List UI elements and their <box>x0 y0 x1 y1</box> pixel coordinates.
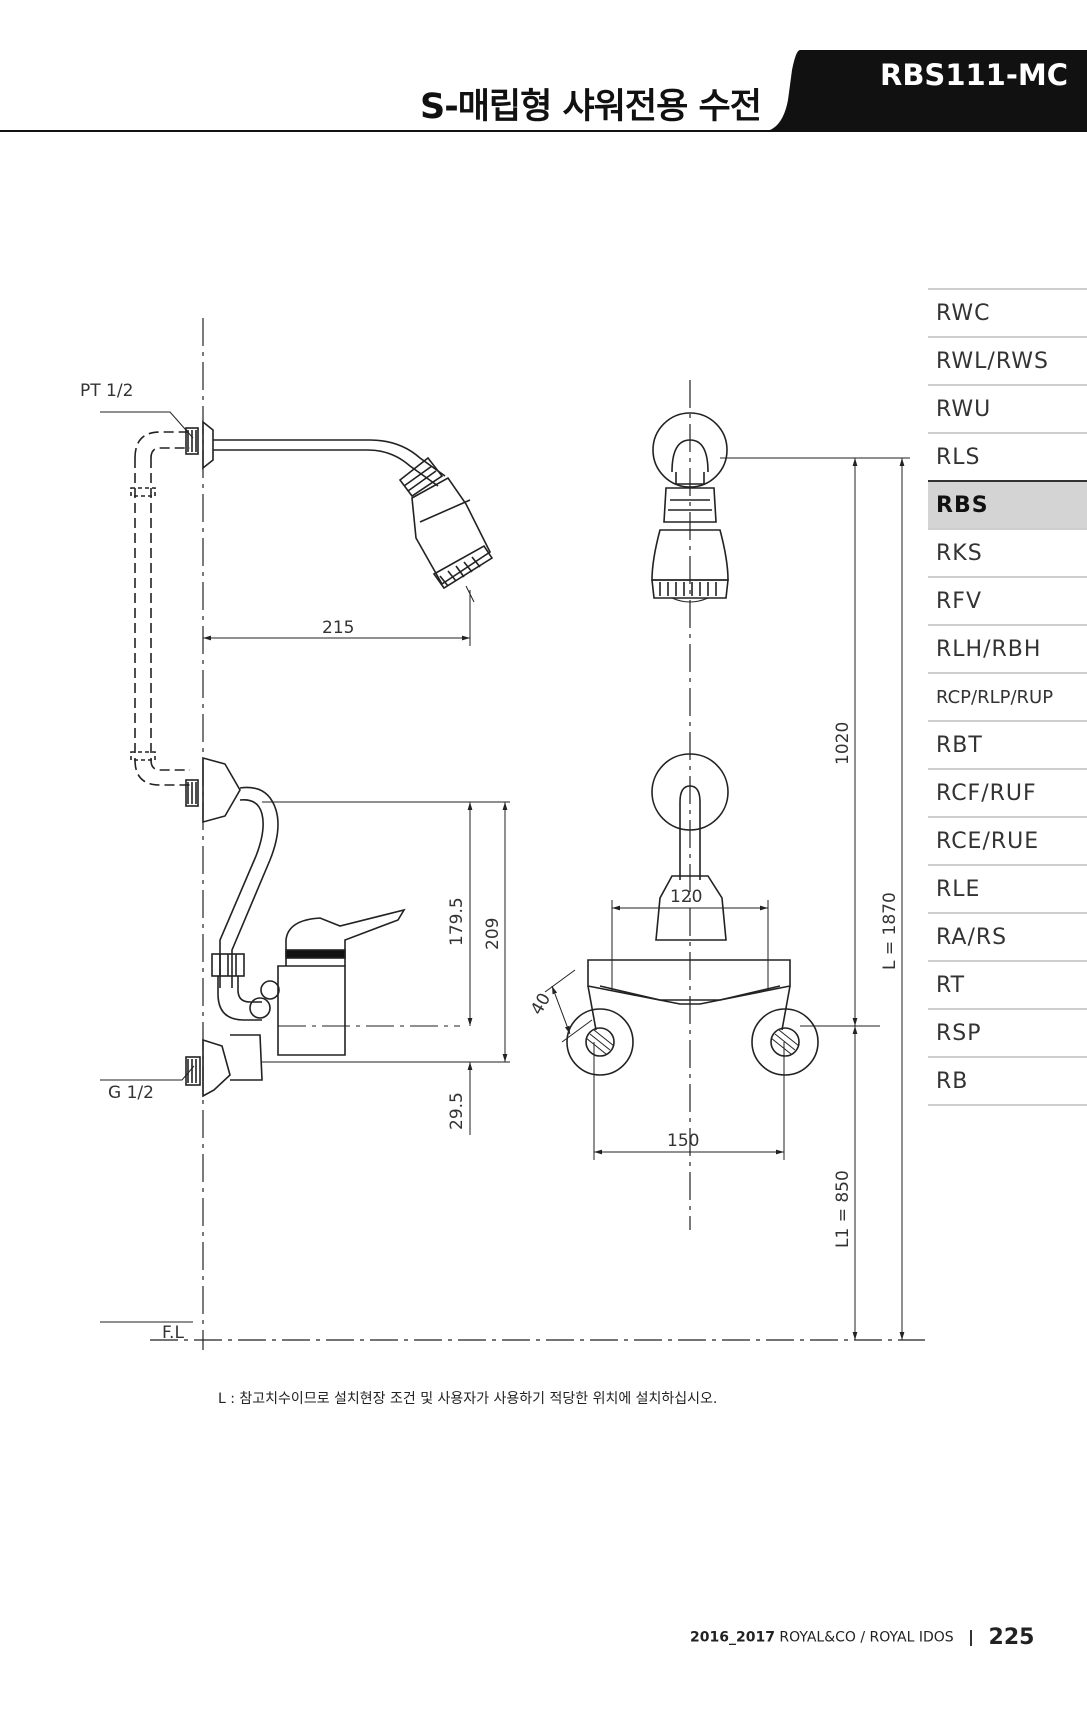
footer-years: 2016_2017 <box>690 1629 775 1646</box>
dim-120: 120 <box>670 887 702 907</box>
nav-item-rle[interactable]: RLE <box>928 864 1087 912</box>
nav-item-rcp-rlp-rup[interactable]: RCP/RLP/RUP <box>928 672 1087 720</box>
nav-item-rks[interactable]: RKS <box>928 528 1087 576</box>
nav-end-rule <box>928 1104 1087 1106</box>
header-rule <box>0 130 1087 132</box>
dim-179-5: 179.5 <box>447 897 467 946</box>
front-view <box>544 380 910 1340</box>
nav-item-rt[interactable]: RT <box>928 960 1087 1008</box>
pt-label: PT 1/2 <box>80 381 133 401</box>
dim-150: 150 <box>667 1131 699 1151</box>
installation-note: L : 참고치수이므로 설치현장 조건 및 사용자가 사용하기 적당한 위치에 … <box>218 1391 718 1407</box>
nav-item-rcf-ruf[interactable]: RCF/RUF <box>928 768 1087 816</box>
technical-drawing: PT 1/2 G 1/2 F.L 215 120 150 40 179.5 20… <box>80 318 925 1350</box>
dim-209: 209 <box>483 918 503 950</box>
nav-item-rsp[interactable]: RSP <box>928 1008 1087 1056</box>
nav-item-rb[interactable]: RB <box>928 1056 1087 1104</box>
dim-1020: 1020 <box>833 722 853 765</box>
footer-separator <box>970 1629 973 1646</box>
dim-29-5: 29.5 <box>447 1092 467 1130</box>
dim-40: 40 <box>527 990 555 1019</box>
page-number: 225 <box>988 1625 1035 1650</box>
nav-item-rbt[interactable]: RBT <box>928 720 1087 768</box>
nav-item-ra-rs[interactable]: RA/RS <box>928 912 1087 960</box>
nav-item-rfv[interactable]: RFV <box>928 576 1087 624</box>
nav-item-rwc[interactable]: RWC <box>928 288 1087 336</box>
nav-item-rce-rue[interactable]: RCE/RUE <box>928 816 1087 864</box>
dim-l1: L1 = 850 <box>833 1170 853 1248</box>
g-label: G 1/2 <box>108 1083 154 1103</box>
footer-brands: ROYAL&CO / ROYAL IDOS <box>779 1629 954 1646</box>
nav-item-rwl-rws[interactable]: RWL/RWS <box>928 336 1087 384</box>
nav-item-rls[interactable]: RLS <box>928 432 1087 480</box>
side-nav: RWC RWL/RWS RWU RLS RBS RKS RFV RLH/RBH … <box>928 288 1087 1106</box>
model-tab <box>760 50 1087 132</box>
page-title: S-매립형 샤워전용 수전 <box>420 87 762 127</box>
nav-item-rwu[interactable]: RWU <box>928 384 1087 432</box>
footer: 2016_2017 ROYAL&CO / ROYAL IDOS 225 <box>690 1625 1034 1650</box>
fl-label: F.L <box>162 1323 184 1343</box>
dim-total-length: L = 1870 <box>880 892 900 970</box>
model-number: RBS111-MC <box>880 58 1069 92</box>
nav-item-rbs[interactable]: RBS <box>928 480 1087 528</box>
dim-215: 215 <box>322 618 354 638</box>
nav-item-rlh-rbh[interactable]: RLH/RBH <box>928 624 1087 672</box>
side-view <box>100 318 925 1350</box>
